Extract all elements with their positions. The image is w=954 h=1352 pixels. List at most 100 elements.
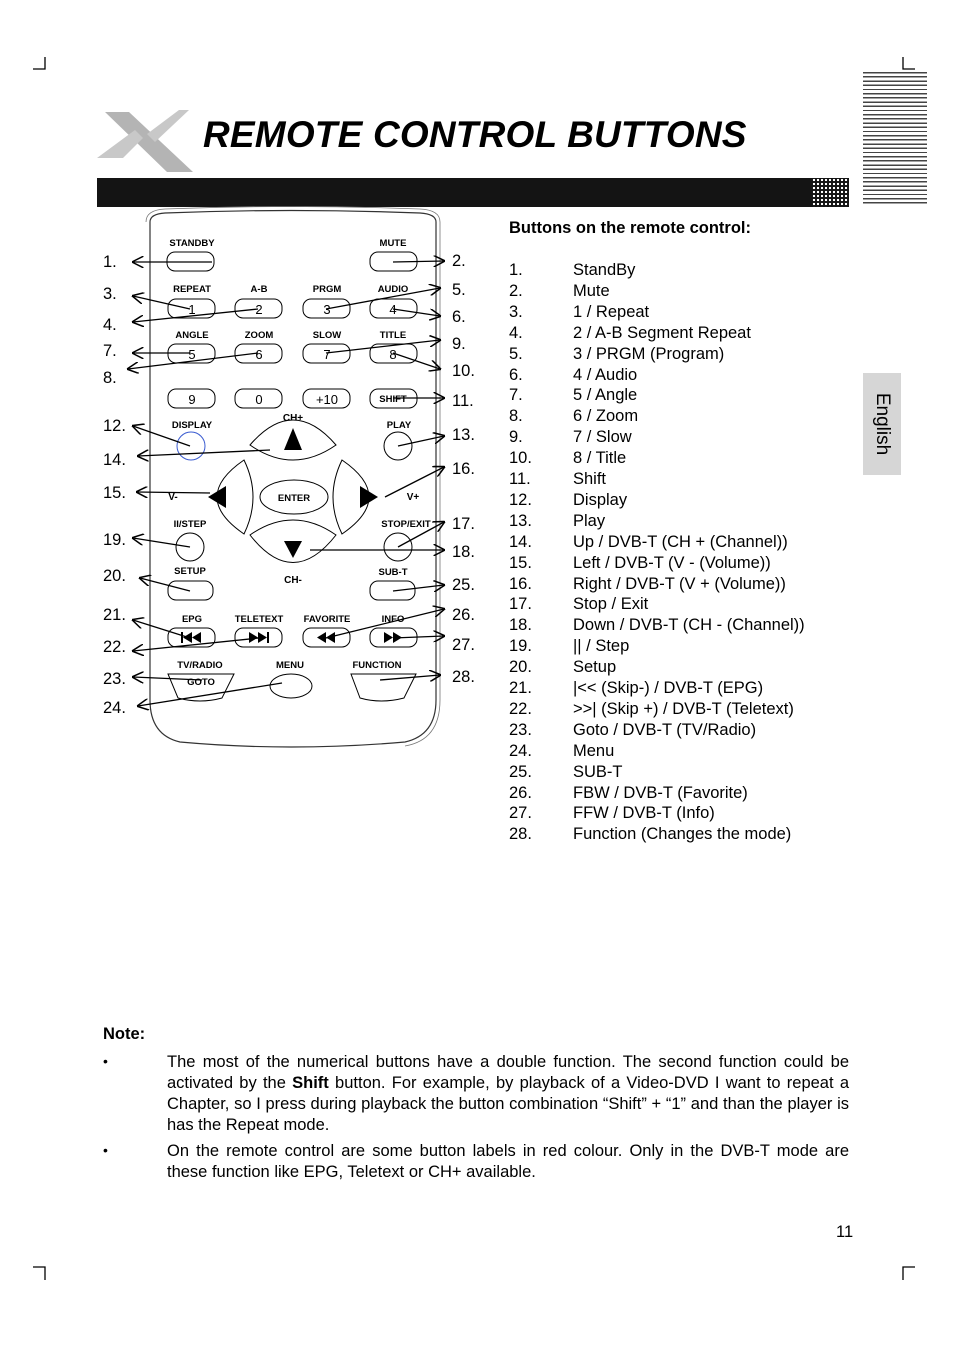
button-list-item-text: 1 / Repeat xyxy=(573,303,650,321)
key-2-button[interactable] xyxy=(234,298,283,319)
display-button[interactable] xyxy=(176,431,206,461)
button-list-item-number: 4. xyxy=(509,324,523,342)
callout-12: 12. xyxy=(103,417,126,435)
label-ab: A-B xyxy=(251,284,268,295)
callout-9: 9. xyxy=(452,335,466,353)
setup-button[interactable] xyxy=(167,580,214,601)
right-callout-arrows xyxy=(310,261,444,680)
label-audio: AUDIO xyxy=(378,284,409,295)
button-list-item-number: 3. xyxy=(509,303,523,321)
button-list-item-number: 25. xyxy=(509,763,532,781)
button-list-item-text: Setup xyxy=(573,658,617,676)
button-list-item-text: SUB-T xyxy=(573,763,623,781)
key-1-button[interactable] xyxy=(167,298,216,319)
note-bullet-1: • xyxy=(103,1053,108,1069)
button-list-item-number: 7. xyxy=(509,386,523,404)
label-stop-exit: STOP/EXIT xyxy=(381,519,431,530)
button-list-item-number: 2. xyxy=(509,282,523,300)
label-sub-t: SUB-T xyxy=(378,567,407,578)
label-menu: MENU xyxy=(276,660,304,671)
function-button[interactable] xyxy=(350,673,417,702)
button-list-item-number: 12. xyxy=(509,491,532,509)
button-list-item-number: 23. xyxy=(509,721,532,739)
note-bullet-2: • xyxy=(103,1142,108,1158)
shift-label: SHIFT xyxy=(379,394,407,405)
button-list-item-text: Goto / DVB-T (TV/Radio) xyxy=(573,721,757,739)
button-list-item-text: FBW / DVB-T (Favorite) xyxy=(573,784,748,802)
label-epg: EPG xyxy=(182,614,202,625)
remote-control-diagram: STANDBY MUTE REPEAT A-B PRGM AUDIO 1 2 3… xyxy=(96,206,488,748)
decorative-stripes xyxy=(863,72,927,204)
button-list-item-number: 8. xyxy=(509,407,523,425)
button-list-item-text: |<< (Skip-) / DVB-T (EPG) xyxy=(573,679,764,697)
callout-26: 26. xyxy=(452,606,475,624)
label-setup: SETUP xyxy=(174,566,206,577)
button-list-item-text: Display xyxy=(573,491,628,509)
callout-24: 24. xyxy=(103,699,126,717)
key-0-button[interactable] xyxy=(234,388,283,409)
left-button[interactable] xyxy=(216,459,254,535)
label-ch-minus: CH- xyxy=(284,575,302,586)
button-list-item-number: 28. xyxy=(509,825,532,843)
key-5-label: 5 xyxy=(188,347,195,362)
callout-18: 18. xyxy=(452,543,475,561)
button-list-item-number: 18. xyxy=(509,616,532,634)
button-list-item-number: 21. xyxy=(509,679,532,697)
callout-17: 17. xyxy=(452,515,475,533)
button-list-item-text: Stop / Exit xyxy=(573,595,649,613)
label-prgm: PRGM xyxy=(313,284,342,295)
button-list-item-text: 3 / PRGM (Program) xyxy=(573,345,725,363)
button-list-heading: Buttons on the remote control: xyxy=(509,219,751,237)
label-ch-plus: CH+ xyxy=(283,413,303,424)
key-plus10-button[interactable] xyxy=(302,388,351,409)
skip-forward-icon xyxy=(249,632,269,643)
button-list-item-number: 17. xyxy=(509,595,532,613)
button-list-item-text: 4 / Audio xyxy=(573,366,638,384)
label-title: TITLE xyxy=(380,330,406,341)
callout-11: 11. xyxy=(452,392,474,410)
callout-23: 23. xyxy=(103,670,126,688)
callout-6: 6. xyxy=(452,308,466,326)
language-tab[interactable]: English xyxy=(863,373,901,475)
callout-13: 13. xyxy=(452,426,475,444)
key-plus10-label: +10 xyxy=(316,392,338,407)
key-6-button[interactable] xyxy=(234,343,283,364)
button-list-item-number: 1. xyxy=(509,261,523,279)
button-list-item-text: Down / DVB-T (CH - (Channel)) xyxy=(573,616,805,634)
brand-x-logo xyxy=(97,110,193,172)
button-list-item-text: Right / DVB-T (V + (Volume)) xyxy=(573,575,786,593)
key-7-label: 7 xyxy=(323,347,330,362)
button-list-item-text: || / Step xyxy=(573,637,630,655)
enter-button[interactable] xyxy=(259,479,329,515)
callout-1: 1. xyxy=(103,253,117,271)
button-list-item-text: >>| (Skip +) / DVB-T (Teletext) xyxy=(573,700,794,718)
button-list-item-number: 26. xyxy=(509,784,532,802)
button-list-item-text: Left / DVB-T (V - (Volume)) xyxy=(573,554,771,572)
callout-19: 19. xyxy=(103,531,126,549)
label-teletext: TELETEXT xyxy=(235,614,284,625)
label-display: DISPLAY xyxy=(172,420,213,431)
sub-t-button[interactable] xyxy=(369,580,416,601)
label-standby: STANDBY xyxy=(169,238,215,249)
callout-3: 3. xyxy=(103,285,117,303)
right-button[interactable] xyxy=(332,459,370,535)
callout-7: 7. xyxy=(103,342,117,360)
callout-25: 25. xyxy=(452,576,475,594)
note-label: Note: xyxy=(103,1025,146,1043)
label-tv-radio: TV/RADIO xyxy=(177,660,222,671)
left-arrow-icon xyxy=(208,486,226,508)
page-title: REMOTE CONTROL BUTTONS xyxy=(203,114,747,155)
key-9-button[interactable] xyxy=(167,388,216,409)
label-info: INFO xyxy=(382,614,405,625)
button-list-item-number: 15. xyxy=(509,554,532,572)
label-enter: ENTER xyxy=(278,493,310,504)
up-arrow-icon xyxy=(284,428,302,450)
goto-button[interactable] xyxy=(167,673,235,702)
page-number: 11 xyxy=(836,1223,854,1241)
label-repeat: REPEAT xyxy=(173,284,211,295)
button-list-item-number: 9. xyxy=(509,428,523,446)
button-list-item-text: StandBy xyxy=(573,261,636,279)
label-zoom: ZOOM xyxy=(245,330,274,341)
menu-button[interactable] xyxy=(269,673,313,699)
key-2-label: 2 xyxy=(255,302,262,317)
